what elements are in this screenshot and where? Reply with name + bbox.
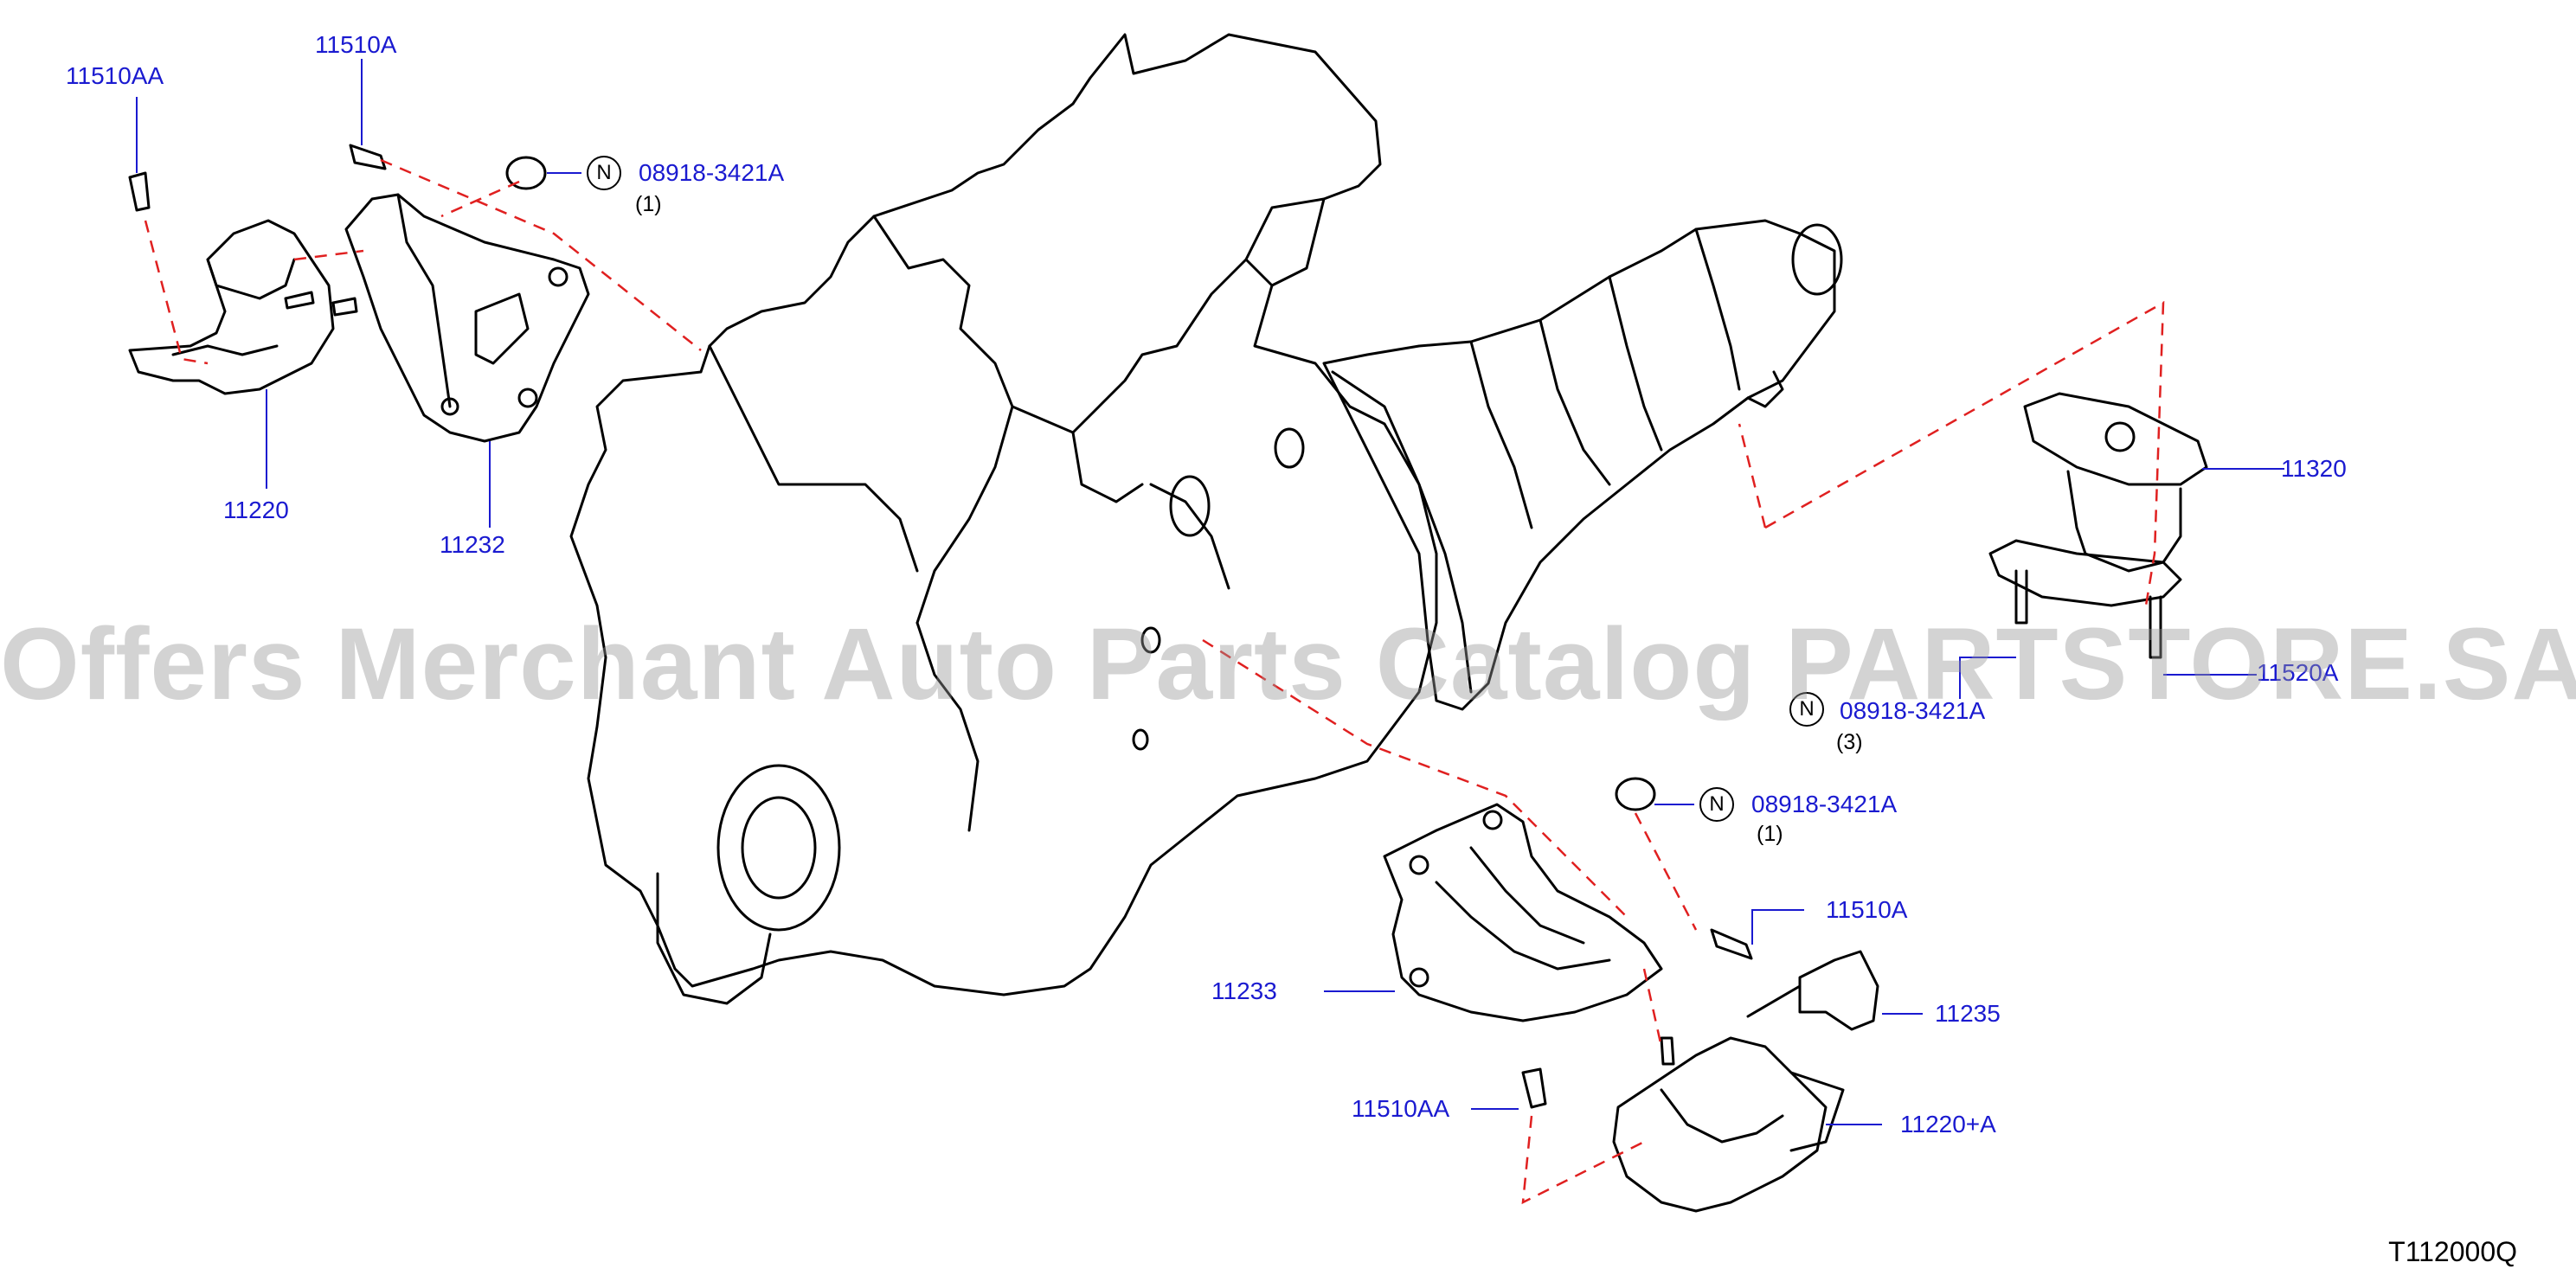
bolt-11510AA-top [128, 171, 151, 212]
callout-11220A[interactable]: 11220+A [1900, 1111, 1996, 1137]
engine-rib-6 [708, 344, 832, 486]
transmission-bellhousing [1331, 370, 1473, 694]
transmission-rib-2 [1608, 275, 1663, 452]
heat-shield-11235-edge [1746, 984, 1802, 1018]
mount-11320-stud-left [2014, 569, 2028, 625]
nut-08918-top [505, 156, 547, 190]
bolt-11510A-top [349, 144, 387, 170]
callout-11320[interactable]: 11320 [2281, 455, 2347, 482]
assembly-line-rear [1764, 300, 2165, 606]
diagram-code: T112000Q [2388, 1236, 2517, 1267]
assembly-line-bottom [1521, 1115, 1645, 1205]
mount-11220A-body [1612, 1036, 1828, 1213]
bolt-11510A-mid [1710, 928, 1753, 960]
callout-11520A[interactable]: 11520A [2257, 659, 2339, 686]
pulley-lower-lobe [656, 872, 772, 1005]
mount-11220A-stud [1660, 1036, 1675, 1066]
mount-11320-base [1988, 539, 2182, 607]
qty-08918-top: (1) [635, 192, 662, 216]
callout-08918-right[interactable]: 08918-3421A [1840, 697, 1986, 724]
heat-shield-11235 [1798, 950, 1879, 1031]
bracket-11232-hole-2 [517, 388, 538, 408]
bracket-11232-hole-3 [440, 397, 459, 416]
engine-port-3 [1140, 626, 1161, 654]
mount-11320-stud-right [2149, 595, 2162, 659]
bracket-11233-body [1383, 803, 1663, 1022]
engine-rib-1 [915, 405, 1014, 625]
mount-11320-plate [2023, 392, 2208, 486]
mount-11220A-detail [1660, 1088, 1784, 1144]
callout-08918-top[interactable]: 08918-3421A [639, 159, 785, 186]
engine-port-1 [1169, 475, 1211, 537]
mount-11220-stud [284, 291, 315, 310]
engine-outline [569, 33, 1438, 996]
mount-11320-center-hole [2104, 421, 2136, 452]
mount-11220-stud-right [331, 297, 358, 317]
mount-11220A-flange [1789, 1071, 1845, 1152]
n-marker-top: N [587, 156, 621, 190]
bracket-11233-rib-2 [1469, 846, 1585, 945]
bracket-11232-slot [474, 292, 530, 365]
bracket-11232-body [344, 193, 590, 443]
bolt-11510AA-bottom [1521, 1067, 1547, 1109]
callout-11510A-mid[interactable]: 11510A [1826, 896, 1908, 923]
callout-11233[interactable]: 11233 [1211, 977, 1277, 1004]
transmission-tail-bracket [1746, 370, 1784, 408]
callout-11510AA-bottom[interactable]: 11510AA [1352, 1095, 1450, 1122]
callout-11510A-top[interactable]: 11510A [315, 31, 397, 58]
mount-11220-detail-1 [206, 258, 296, 300]
transmission-rib-3 [1694, 227, 1741, 391]
leader-08918-right [1959, 657, 2016, 699]
engine-head-contour [872, 215, 1274, 434]
engine-rib-3 [829, 483, 919, 573]
callout-11235[interactable]: 11235 [1935, 1000, 2001, 1027]
assembly-line-top-nut [440, 180, 520, 218]
engine-port-4 [1132, 728, 1149, 751]
bracket-11233-rib-1 [1435, 881, 1611, 971]
qty-08918-mid: (1) [1757, 822, 1783, 846]
qty-08918-right: (3) [1836, 730, 1863, 754]
callout-11232[interactable]: 11232 [440, 531, 505, 558]
engine-rib-5 [1244, 197, 1326, 261]
crank-pulley [716, 764, 841, 932]
bracket-11233-hole-1 [1482, 810, 1503, 830]
transmission-output-flange [1791, 223, 1843, 296]
callout-08918-mid[interactable]: 08918-3421A [1751, 791, 1898, 817]
engine-port-2 [1274, 427, 1305, 469]
engine-rib-4 [915, 621, 980, 832]
bracket-11232-hole-1 [548, 266, 569, 287]
assembly-line-rear-2 [1738, 423, 1767, 529]
bracket-11232-rib [396, 193, 452, 408]
transmission-outline [1322, 219, 1836, 711]
leader-11510A-mid [1751, 909, 1804, 945]
assembly-line-left-bolt [144, 220, 209, 365]
mount-11320-body [2066, 470, 2182, 573]
bracket-11233-hole-2 [1409, 855, 1429, 875]
engine-rib-2 [1071, 431, 1144, 503]
nut-08918-mid [1615, 777, 1656, 811]
n-marker-mid: N [1699, 787, 1734, 822]
n-marker-right: N [1789, 692, 1824, 727]
transmission-rib-1 [1539, 318, 1611, 486]
mount-11220-detail-2 [171, 344, 279, 356]
callout-11220[interactable]: 11220 [223, 497, 289, 523]
assembly-line-mid-nut [1634, 812, 1698, 931]
crank-pulley-hub [741, 796, 817, 900]
assembly-line-top-bolt [380, 158, 702, 351]
assembly-line-center [1202, 638, 1628, 918]
transmission-rib-4 [1469, 340, 1533, 529]
assembly-line-mid-bracket [1642, 968, 1663, 1048]
mount-11220-body [128, 219, 335, 395]
bracket-11233-hole-3 [1409, 967, 1429, 988]
callout-11510AA-top[interactable]: 11510AA [66, 62, 164, 89]
engine-rib-7 [1149, 483, 1230, 590]
assembly-line-left-mount [293, 249, 364, 261]
